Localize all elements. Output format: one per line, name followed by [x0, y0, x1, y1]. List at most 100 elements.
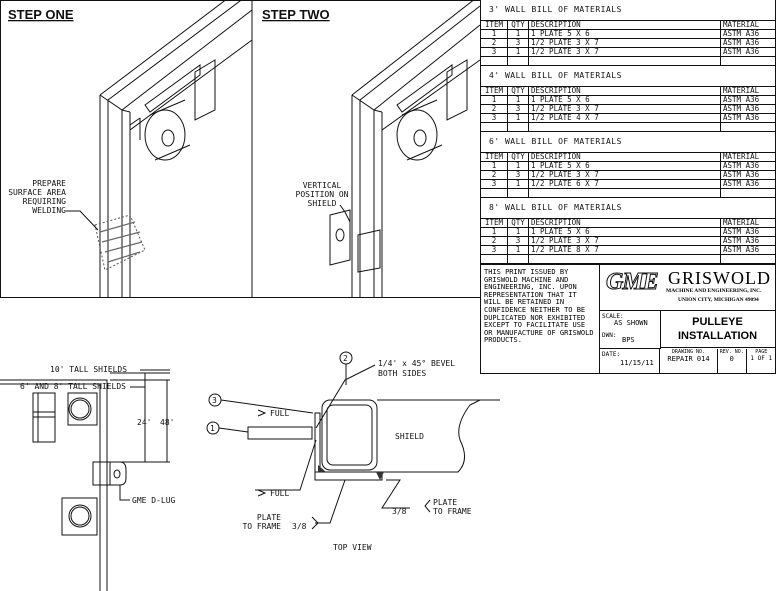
- step-one-frame: [94, 0, 253, 297]
- callout-2: 2: [343, 354, 348, 363]
- svg-text:WELDING: WELDING: [32, 206, 66, 215]
- top-view-title: TOP VIEW: [333, 543, 372, 552]
- header-material: MATERIAL: [720, 86, 775, 96]
- header-qty: QTY: [507, 20, 529, 30]
- bom-table: ITEM QTY DESCRIPTION MATERIAL 1 1 1 PLAT…: [481, 218, 775, 263]
- to-frame-label: TO FRAME: [242, 522, 281, 531]
- rev-cell: REV. NO.0: [718, 349, 747, 373]
- weld-size-left: 3/8: [292, 522, 307, 531]
- bills-of-materials: 3' WALL BILL OF MATERIALS ITEM QTY DESCR…: [480, 0, 776, 264]
- rev-label: REV. NO.: [719, 349, 744, 355]
- page-label: PAGE: [755, 349, 768, 355]
- label-6-8ft-shields: 6' AND 8' TALL SHIELDS: [20, 382, 126, 391]
- material-cell: ASTM A36: [720, 38, 775, 48]
- weld-full-top: FULL: [270, 409, 289, 418]
- empty-row: [481, 122, 775, 131]
- plate-label-right: PLATE: [433, 498, 457, 507]
- step-one-heading: STEP ONE: [8, 7, 74, 22]
- bevel-note: 1/4' x 45° BEVEL: [378, 359, 455, 368]
- bom-section: 3' WALL BILL OF MATERIALS ITEM QTY DESCR…: [480, 0, 776, 66]
- qty-cell: 3: [507, 236, 529, 246]
- table-row: 2 3 1/2 PLATE 3 X 7 ASTM A36: [481, 38, 775, 48]
- dwn-label: DWN:: [602, 332, 617, 339]
- material-cell: ASTM A36: [720, 236, 775, 246]
- material-cell: ASTM A36: [720, 113, 775, 123]
- dwn-value: BPS: [622, 336, 635, 344]
- date-value: 11/15/11: [620, 359, 654, 367]
- to-frame-label-right: TO FRAME: [433, 507, 472, 516]
- step-one-note: PREPARE SURFACE AREA REQUIRING WELDING: [8, 179, 99, 231]
- table-row: 1 1 1 PLATE 5 X 6 ASTM A36: [481, 161, 775, 171]
- qty-cell: 1: [507, 227, 529, 237]
- table-row: 3 1 1/2 PLATE 6 X 7 ASTM A36: [481, 179, 775, 189]
- description-cell: 1 PLATE 5 X 6: [528, 95, 721, 105]
- description-cell: 1/2 PLATE 8 X 7: [528, 245, 721, 255]
- description-cell: 1/2 PLATE 6 X 7: [528, 179, 721, 189]
- dim-24: 24': [137, 418, 151, 427]
- title-line-2: INSTALLATION: [677, 330, 758, 342]
- table-row: 2 3 1/2 PLATE 3 X 7 ASTM A36: [481, 170, 775, 180]
- qty-cell: 3: [507, 170, 529, 180]
- header-item: ITEM: [481, 152, 508, 162]
- drawing-title: PULLEYE INSTALLATION: [660, 311, 775, 348]
- callout-3: 3: [212, 396, 217, 405]
- header-item: ITEM: [481, 86, 508, 96]
- item-cell: 2: [481, 170, 508, 180]
- table-row: 3 1 1/2 PLATE 4 X 7 ASTM A36: [481, 113, 775, 123]
- confidentiality-note: THIS PRINT ISSUED BY GRISWOLD MACHINE AN…: [484, 268, 594, 345]
- description-cell: 1 PLATE 5 X 6: [528, 161, 721, 171]
- shield-label: SHIELD: [395, 432, 424, 441]
- scale-cell: SCALE: AS SHOWN DWN: BPS: [599, 311, 661, 349]
- material-cell: ASTM A36: [720, 245, 775, 255]
- bom-table: ITEM QTY DESCRIPTION MATERIAL 1 1 1 PLAT…: [481, 152, 775, 197]
- header-description: DESCRIPTION: [528, 218, 721, 228]
- svg-text:REQUIRING: REQUIRING: [23, 197, 67, 206]
- description-cell: 1 PLATE 5 X 6: [528, 29, 721, 39]
- svg-text:VERTICAL: VERTICAL: [303, 181, 342, 190]
- header-description: DESCRIPTION: [528, 152, 721, 162]
- item-cell: 1: [481, 227, 508, 237]
- weld-size-right: 3/8: [392, 507, 407, 516]
- date-cell: DATE:11/15/11: [600, 349, 660, 373]
- bom-section: 4' WALL BILL OF MATERIALS ITEM QTY DESCR…: [480, 66, 776, 132]
- bom-section: 6' WALL BILL OF MATERIALS ITEM QTY DESCR…: [480, 132, 776, 198]
- bom-table: ITEM QTY DESCRIPTION MATERIAL 1 1 1 PLAT…: [481, 86, 775, 131]
- company-logo: GME GRISWOLD MACHINE AND ENGINEERING, IN…: [599, 265, 776, 311]
- header-material: MATERIAL: [720, 20, 775, 30]
- header-material: MATERIAL: [720, 218, 775, 228]
- bom-title: 8' WALL BILL OF MATERIALS: [489, 203, 622, 212]
- material-cell: ASTM A36: [720, 170, 775, 180]
- item-cell: 3: [481, 47, 508, 57]
- header-qty: QTY: [507, 218, 529, 228]
- description-cell: 1/2 PLATE 3 X 7: [528, 38, 721, 48]
- company-address: UNION CITY, MICHIGAN 49094: [678, 297, 759, 303]
- item-cell: 2: [481, 38, 508, 48]
- description-cell: 1 PLATE 5 X 6: [528, 227, 721, 237]
- dim-48: 48': [160, 418, 174, 427]
- qty-cell: 1: [507, 179, 529, 189]
- svg-text:SURFACE AREA: SURFACE AREA: [8, 188, 66, 197]
- page-value: 1 OF 1: [750, 355, 773, 362]
- bom-section: 8' WALL BILL OF MATERIALS ITEM QTY DESCR…: [480, 198, 776, 264]
- bom-table: ITEM QTY DESCRIPTION MATERIAL 1 1 1 PLAT…: [481, 20, 775, 65]
- header-item: ITEM: [481, 218, 508, 228]
- empty-row: [481, 188, 775, 197]
- step-two-note: VERTICAL POSITION ON SHIELD: [296, 181, 351, 223]
- qty-cell: 1: [507, 95, 529, 105]
- item-cell: 2: [481, 104, 508, 114]
- qty-cell: 1: [507, 47, 529, 57]
- qty-cell: 1: [507, 245, 529, 255]
- bom-title: 4' WALL BILL OF MATERIALS: [489, 71, 622, 80]
- label-d-lug: GME D-LUG: [132, 496, 176, 505]
- weld-full-bottom: FULL: [270, 489, 289, 498]
- empty-row: [481, 254, 775, 263]
- table-row: 1 1 1 PLATE 5 X 6 ASTM A36: [481, 95, 775, 105]
- material-cell: ASTM A36: [720, 95, 775, 105]
- date-label: DATE:: [602, 351, 621, 358]
- company-name: GRISWOLD: [668, 268, 771, 288]
- qty-cell: 1: [507, 161, 529, 171]
- info-row: DATE:11/15/11 DRAWING NO.REPAIR 014 REV.…: [599, 349, 776, 373]
- bom-header-row: ITEM QTY DESCRIPTION MATERIAL: [481, 218, 775, 228]
- header-item: ITEM: [481, 20, 508, 30]
